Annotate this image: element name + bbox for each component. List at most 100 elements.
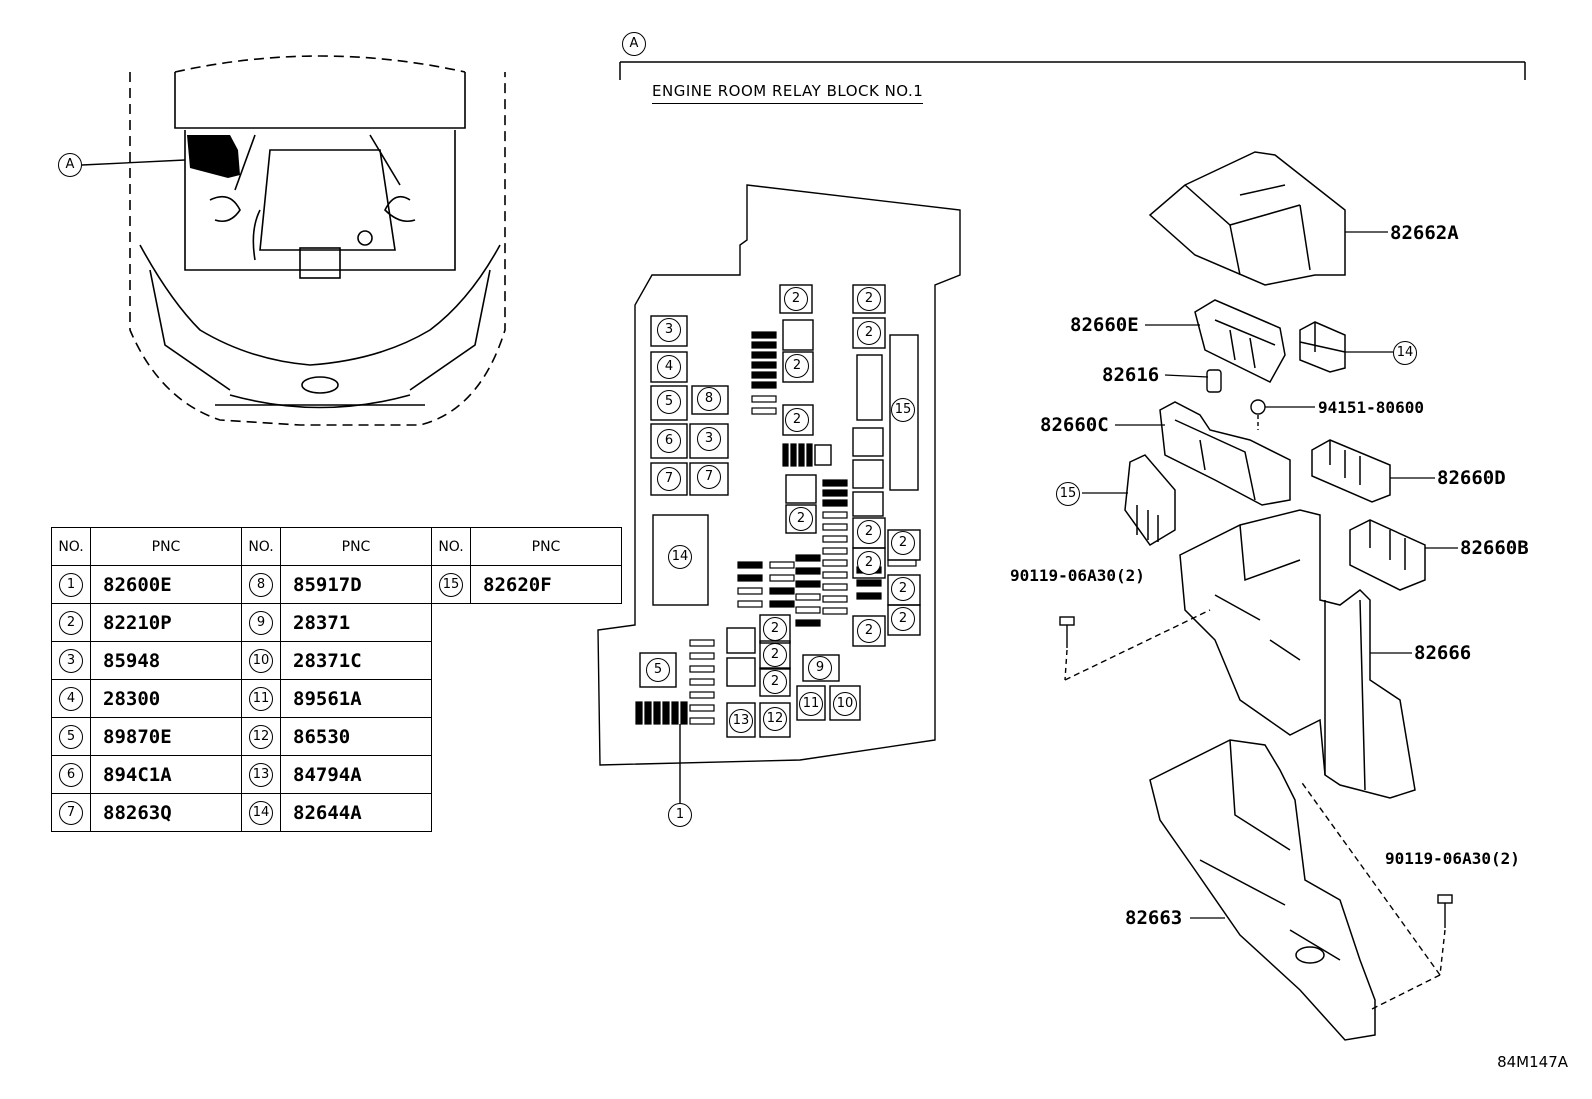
callout-3: 3: [657, 318, 681, 342]
callout-2: 2: [763, 643, 787, 667]
part-label-82660B: 82660B: [1460, 537, 1529, 559]
part-82660E: [1194, 299, 1286, 383]
callout-13: 13: [729, 709, 753, 733]
part-nut-94151: [1250, 399, 1266, 430]
part-label-82663: 82663: [1125, 907, 1183, 929]
callout-3: 3: [697, 427, 721, 451]
callout-10: 10: [833, 692, 857, 716]
pnc-value: 82210P: [90, 603, 242, 642]
callout-2: 2: [763, 617, 787, 641]
header-pnc: PNC: [280, 527, 432, 566]
pnc-value: 28371: [280, 603, 432, 642]
item-number: 14: [249, 800, 273, 825]
callout-14: 14: [668, 545, 692, 569]
item-number: 4: [59, 686, 83, 711]
pnc-value: 82644A: [280, 793, 432, 832]
part-82616: [1206, 369, 1222, 393]
callout-1: 1: [668, 803, 692, 827]
table-row: 2 82210P 9 28371: [51, 603, 622, 642]
item-number: 11: [249, 686, 273, 711]
part-82663: [1149, 739, 1376, 1041]
pnc-value: 89870E: [90, 717, 242, 756]
callout-5: 5: [646, 658, 670, 682]
part-label-90119-left: 90119-06A30(2): [1010, 566, 1145, 585]
table-row: 5 89870E 12 86530: [51, 717, 622, 756]
header-no: NO.: [51, 527, 91, 566]
table-row: 6 894C1A 13 84794A: [51, 755, 622, 794]
part-label-15: 15: [1056, 482, 1080, 506]
callout-7: 7: [657, 467, 681, 491]
callout-2: 2: [785, 408, 809, 432]
locator-marker-a: A: [58, 153, 82, 177]
table-row: 3 85948 10 28371C: [51, 641, 622, 680]
callout-5: 5: [657, 390, 681, 414]
pnc-value: 894C1A: [90, 755, 242, 794]
part-82660D: [1311, 439, 1391, 503]
relay-block-title: ENGINE ROOM RELAY BLOCK NO.1: [652, 82, 924, 104]
item-number: 7: [59, 800, 83, 825]
pnc-value: 82600E: [90, 565, 242, 604]
part-label-82660E: 82660E: [1070, 314, 1139, 336]
part-82666: [1179, 509, 1416, 799]
pnc-value: 85948: [90, 641, 242, 680]
callout-11: 11: [799, 692, 823, 716]
callout-4: 4: [657, 355, 681, 379]
part-label-82662A: 82662A: [1390, 222, 1459, 244]
item-number: 1: [59, 572, 83, 597]
callout-2: 2: [857, 287, 881, 311]
callout-6: 6: [657, 429, 681, 453]
table-row: 7 88263Q 14 82644A: [51, 793, 622, 832]
callout-9: 9: [808, 656, 832, 680]
item-number: 6: [59, 762, 83, 787]
part-label-82660C: 82660C: [1040, 414, 1109, 436]
callout-2: 2: [857, 321, 881, 345]
relay-block-layout: [597, 184, 961, 766]
callout-2: 2: [857, 520, 881, 544]
pnc-value: 28300: [90, 679, 242, 718]
item-number: 5: [59, 724, 83, 749]
item-number: 2: [59, 610, 83, 635]
callout-2: 2: [857, 551, 881, 575]
item-number: 9: [249, 610, 273, 635]
part-label-94151-80600: 94151-80600: [1318, 398, 1424, 417]
car-locator-view: [129, 55, 506, 426]
section-marker-a: A: [622, 32, 646, 56]
header-no: NO.: [431, 527, 471, 566]
section-bracket: [619, 61, 1526, 80]
pnc-value: 85917D: [280, 565, 432, 604]
pnc-value: 86530: [280, 717, 432, 756]
leader-lines: [1082, 231, 1458, 919]
item-number: 15: [439, 572, 463, 597]
part-82660C: [1159, 401, 1291, 506]
part-bolt-left: [1059, 609, 1211, 681]
item-number: 3: [59, 648, 83, 673]
item-number: 13: [249, 762, 273, 787]
pnc-table-header: NO. PNC NO. PNC NO. PNC: [51, 527, 622, 566]
part-relay-14: [1299, 321, 1346, 373]
callout-8: 8: [697, 387, 721, 411]
table-row: 1 82600E 8 85917D 15 82620F: [51, 565, 622, 604]
pnc-table: NO. PNC NO. PNC NO. PNC 1 82600E 8 85917…: [51, 527, 622, 832]
table-row: 4 28300 11 89561A: [51, 679, 622, 718]
part-cover-82662A: [1148, 151, 1346, 286]
part-82660B: [1349, 519, 1426, 591]
item-number: 10: [249, 648, 273, 673]
header-pnc: PNC: [90, 527, 242, 566]
header-pnc: PNC: [470, 527, 622, 566]
callout-2: 2: [784, 287, 808, 311]
callout-2: 2: [785, 354, 809, 378]
header-no: NO.: [241, 527, 281, 566]
callout-2: 2: [891, 577, 915, 601]
callout-2: 2: [891, 607, 915, 631]
part-label-82616: 82616: [1102, 364, 1160, 386]
relay-block-location-fill: [187, 135, 240, 178]
part-label-82660D: 82660D: [1437, 467, 1506, 489]
item-number: 8: [249, 572, 273, 597]
part-label-82666: 82666: [1414, 642, 1472, 664]
pnc-value: 28371C: [280, 641, 432, 680]
part-label-90119-right: 90119-06A30(2): [1385, 849, 1520, 868]
callout-7: 7: [697, 465, 721, 489]
part-label-14: 14: [1393, 341, 1417, 365]
callout-2: 2: [763, 670, 787, 694]
